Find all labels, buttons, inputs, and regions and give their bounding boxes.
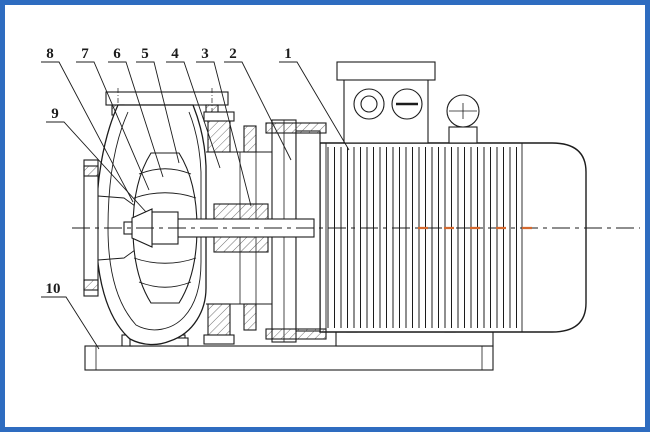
svg-text:1: 1 — [284, 46, 292, 62]
svg-text:7: 7 — [81, 46, 89, 62]
flange-bolt — [265, 328, 327, 340]
svg-text:9: 9 — [51, 106, 59, 122]
svg-text:2: 2 — [229, 46, 237, 62]
part-label-7: 7 — [76, 46, 150, 191]
part-labels: 8 7 6 5 4 — [41, 46, 350, 350]
suction-nozzle — [97, 195, 136, 261]
cable-gland — [353, 88, 385, 120]
svg-text:5: 5 — [141, 46, 149, 62]
part-label-8: 8 — [41, 46, 134, 203]
motor-foot — [335, 331, 494, 347]
svg-text:3: 3 — [201, 46, 209, 62]
cooling-fins — [326, 147, 520, 328]
stud-nut — [203, 111, 235, 122]
part-label-3: 3 — [196, 46, 252, 207]
part-label-10: 10 — [41, 281, 100, 350]
svg-text:4: 4 — [171, 46, 179, 62]
gland-stud — [207, 303, 231, 337]
gland-stud — [207, 119, 231, 153]
svg-text:8: 8 — [46, 46, 54, 62]
pump-bracket — [203, 111, 272, 345]
part-label-6: 6 — [108, 46, 164, 178]
gland-stud — [243, 125, 257, 153]
part-label-9: 9 — [46, 106, 147, 213]
motor-body — [319, 142, 587, 347]
part-label-1: 1 — [279, 46, 350, 151]
lifting-eye — [446, 94, 480, 144]
flange-bolt — [265, 122, 327, 134]
svg-text:6: 6 — [113, 46, 121, 62]
gland-stud — [243, 303, 257, 331]
terminal-box — [336, 61, 436, 144]
part-label-4: 4 — [166, 46, 221, 169]
part-label-2: 2 — [224, 46, 292, 161]
svg-text:10: 10 — [46, 281, 61, 297]
part-label-5: 5 — [136, 46, 180, 164]
stud-nut — [203, 334, 235, 345]
